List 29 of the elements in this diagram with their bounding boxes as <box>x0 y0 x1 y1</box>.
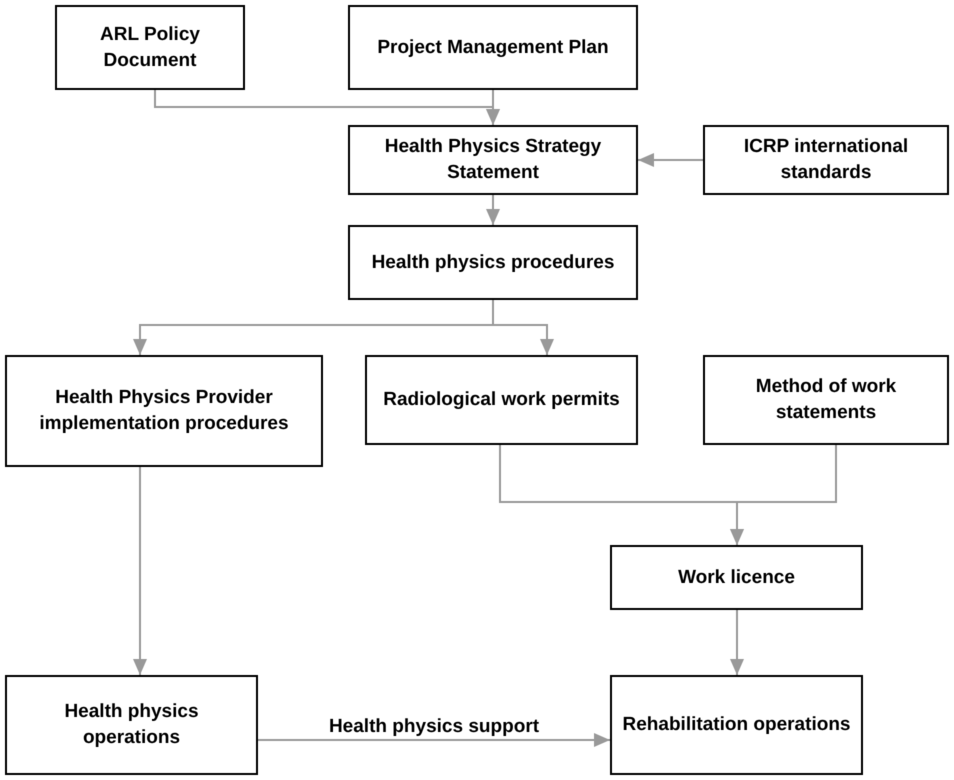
connector-arrow <box>638 153 703 167</box>
box-label: Rehabilitation operations <box>622 713 851 738</box>
box-label: Health physics procedures <box>372 250 614 275</box>
process-box <box>703 125 949 195</box>
process-box <box>55 5 245 90</box>
box-label: Health Physics Provider implementation procedures <box>38 386 290 436</box>
process-box <box>610 545 863 610</box>
process-box <box>348 125 638 195</box>
connector-arrow <box>730 610 744 675</box>
connector-arrow <box>258 733 610 747</box>
process-box <box>5 675 258 775</box>
process-box <box>703 355 949 445</box>
process-box <box>365 355 638 445</box>
box-label: Method of work statements <box>754 375 898 425</box>
connector-arrow <box>486 90 500 125</box>
box-label: Health physics operations <box>63 700 200 750</box>
connector-arrow <box>730 445 837 545</box>
process-box <box>5 355 323 467</box>
process-box <box>348 5 638 90</box>
process-box <box>348 225 638 300</box>
box-label: ARL Policy Document <box>99 22 201 72</box>
box-label: Radiological work permits <box>383 388 620 412</box>
connector-arrow <box>133 467 147 675</box>
box-label: ICRP international standards <box>742 135 910 185</box>
connector-arrow <box>486 195 500 225</box>
process-box <box>610 675 863 775</box>
box-label: Work licence <box>678 566 795 590</box>
box-label: Project Management Plan <box>377 36 609 60</box>
box-label: Health Physics Strategy Statement <box>384 135 602 185</box>
